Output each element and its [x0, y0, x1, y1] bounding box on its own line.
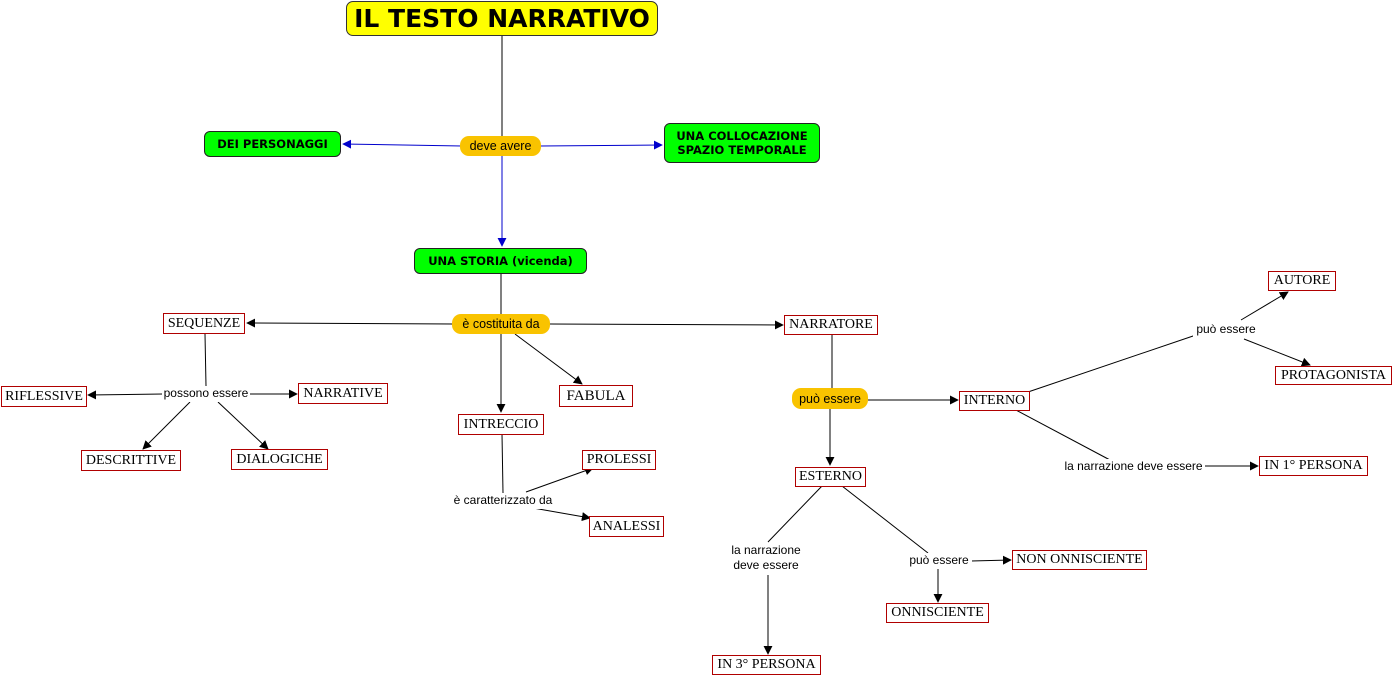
node-onnisciente[interactable]: ONNISCIENTE — [886, 603, 989, 623]
node-analessi[interactable]: ANALESSI — [589, 516, 664, 537]
link-puo-essere-narratore: può essere — [792, 388, 868, 409]
node-narratore[interactable]: NARRATORE — [784, 315, 878, 335]
map-title: IL TESTO NARRATIVO — [346, 1, 658, 36]
node-non-onnisciente[interactable]: NON ONNISCIENTE — [1012, 550, 1147, 570]
node-descrittive[interactable]: DESCRITTIVE — [81, 450, 181, 471]
node-protagonista[interactable]: PROTAGONISTA — [1275, 366, 1392, 385]
link-caratterizzato-da: è caratterizzato da — [448, 493, 558, 509]
link-puo-essere-interno: può essere — [1193, 322, 1259, 338]
node-dialogiche[interactable]: DIALOGICHE — [231, 449, 328, 470]
node-riflessive[interactable]: RIFLESSIVE — [1, 386, 87, 407]
node-collocazione-spazio-temporale[interactable]: UNA COLLOCAZIONE SPAZIO TEMPORALE — [664, 123, 820, 163]
node-esterno[interactable]: ESTERNO — [795, 467, 866, 487]
link-costituita-da: è costituita da — [452, 314, 550, 334]
node-in-1-persona[interactable]: IN 1° PERSONA — [1259, 456, 1368, 476]
collocazione-line-1: UNA COLLOCAZIONE — [676, 129, 808, 143]
node-una-storia[interactable]: UNA STORIA (vicenda) — [414, 248, 587, 274]
node-intreccio[interactable]: INTRECCIO — [458, 414, 544, 435]
link-puo-essere-esterno: può essere — [906, 553, 972, 569]
node-narrative[interactable]: NARRATIVE — [298, 383, 388, 404]
collocazione-line-2: SPAZIO TEMPORALE — [677, 143, 807, 157]
link-possono-essere: possono essere — [162, 386, 250, 402]
narrazione-line-1: la narrazione — [731, 543, 801, 557]
node-dei-personaggi[interactable]: DEI PERSONAGGI — [204, 131, 341, 157]
node-autore[interactable]: AUTORE — [1268, 271, 1336, 291]
node-prolessi[interactable]: PROLESSI — [582, 450, 656, 470]
link-narrazione-deve-essere-esterno: la narrazione deve essere — [722, 543, 810, 575]
node-sequenze[interactable]: SEQUENZE — [163, 313, 245, 334]
link-deve-avere: deve avere — [460, 136, 541, 156]
node-in-3-persona[interactable]: IN 3° PERSONA — [712, 655, 821, 675]
node-fabula[interactable]: FABULA — [559, 385, 633, 407]
link-narrazione-deve-essere-interno: la narrazione deve essere — [1062, 459, 1205, 475]
node-interno[interactable]: INTERNO — [959, 391, 1030, 411]
narrazione-line-2: deve essere — [733, 558, 799, 572]
